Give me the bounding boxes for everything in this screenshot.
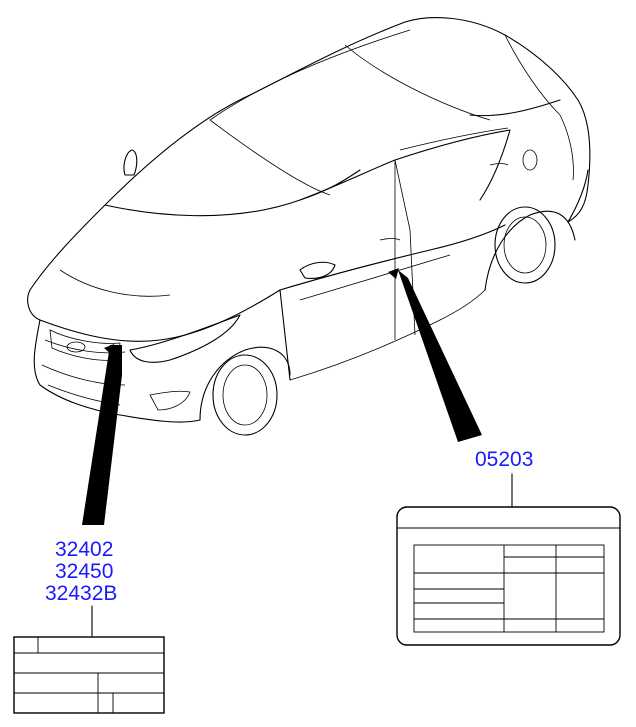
front-label-callout: 32402 32450 32432B	[13, 538, 165, 714]
car-illustration	[27, 17, 591, 436]
door-label-icon[interactable]	[396, 506, 621, 646]
part-number-32432b[interactable]: 32432B	[45, 582, 117, 605]
door-marker	[388, 268, 399, 279]
door-label-callout: 05203	[396, 448, 621, 646]
part-number-32402[interactable]: 32402	[55, 538, 113, 561]
part-number-32450[interactable]: 32450	[55, 560, 113, 583]
front-label-icon[interactable]	[13, 636, 165, 714]
door-callout-pointer	[398, 270, 482, 442]
part-number-05203[interactable]: 05203	[475, 448, 533, 471]
callout-pointers	[82, 268, 482, 525]
front-marker	[104, 344, 114, 356]
front-callout-pointer	[82, 345, 122, 525]
